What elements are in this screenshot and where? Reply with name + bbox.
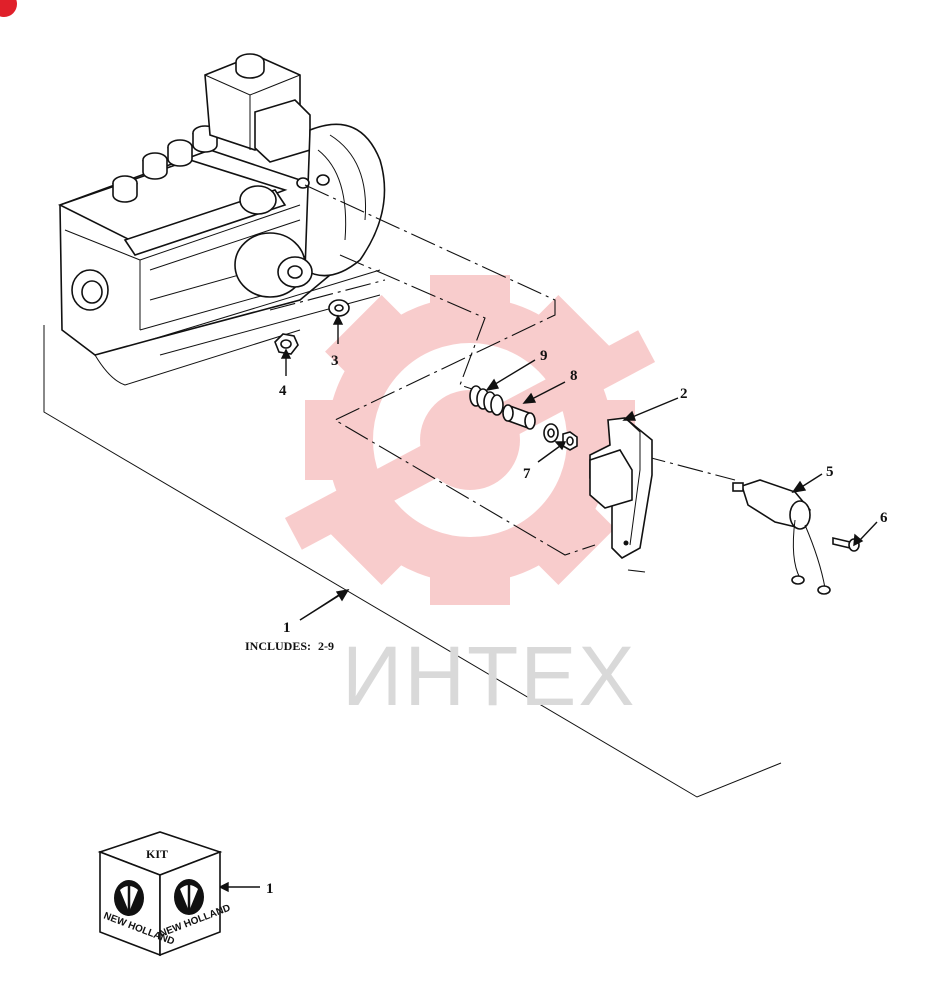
part-7-nut: [562, 431, 578, 451]
includes-label: INCLUDES: 2-9: [245, 639, 334, 653]
part-4-nut: [274, 333, 299, 355]
new-holland-leaf-icon: [114, 880, 144, 916]
part-9-spring: [469, 385, 504, 416]
callout-1-main: 1: [283, 620, 291, 636]
kit-label: KIT: [146, 847, 168, 861]
leader-lines: [218, 314, 878, 893]
part-8-sleeve: [502, 404, 536, 430]
new-holland-leaf-icon: [174, 879, 204, 915]
callout-4: 4: [279, 383, 287, 399]
engine-illustration: [57, 53, 386, 386]
watermark-text: ИНТЕХ: [342, 629, 636, 723]
callout-2: 2: [680, 386, 688, 402]
part-5-solenoid: [732, 479, 831, 595]
callout-6: 6: [880, 510, 888, 526]
callout-1-cube: 1: [266, 881, 274, 897]
injector-cups: [112, 125, 218, 203]
part-washer-small: [543, 423, 559, 443]
callout-8: 8: [570, 368, 578, 384]
callout-5: 5: [826, 464, 834, 480]
part-2-bracket: [589, 417, 653, 559]
callout-3: 3: [331, 353, 339, 369]
corner-badge-icon: [0, 0, 17, 17]
assembly-centerlines: [269, 184, 736, 573]
kit-cube-icon: NEW HOLLAND NEW HOLLAND: [97, 831, 232, 957]
part-3-washer: [328, 299, 350, 317]
callout-9: 9: [540, 348, 548, 364]
callout-7: 7: [523, 466, 531, 482]
